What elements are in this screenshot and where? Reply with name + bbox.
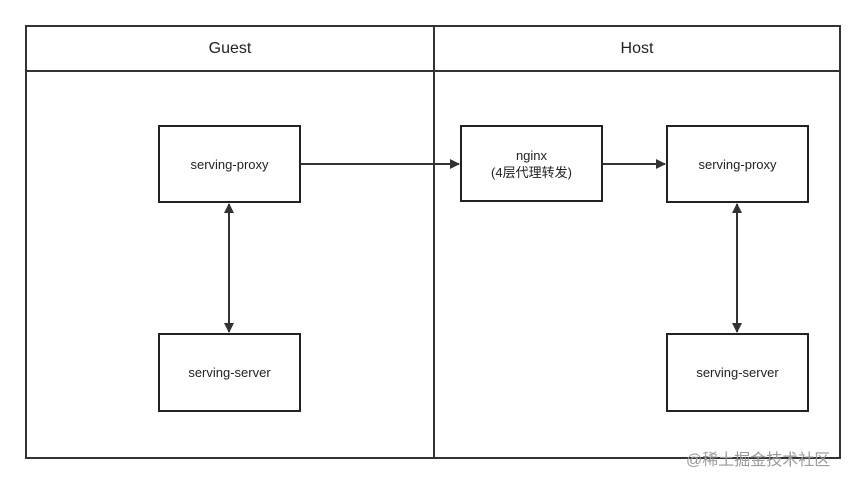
host-panel-header: Host	[435, 27, 839, 72]
guest-panel-header: Guest	[27, 27, 433, 72]
guest-serving-proxy-node: serving-proxy	[158, 125, 301, 203]
guest-serving-server-node: serving-server	[158, 333, 301, 412]
host-panel: Host	[433, 25, 841, 459]
host-serving-proxy-node: serving-proxy	[666, 125, 809, 203]
guest-panel-title: Guest	[208, 39, 252, 57]
nginx-label: nginx	[515, 147, 548, 163]
host-serving-server-node: serving-server	[666, 333, 809, 412]
watermark: @稀土掘金技术社区	[686, 452, 831, 469]
host-serving-proxy-label: serving-proxy	[698, 156, 777, 172]
nginx-node: nginx (4层代理转发)	[460, 125, 603, 202]
guest-serving-server-label: serving-server	[188, 365, 271, 380]
nginx-sublabel: (4层代理转发)	[491, 164, 572, 180]
host-panel-title: Host	[620, 39, 654, 57]
guest-serving-proxy-label: serving-proxy	[190, 156, 269, 172]
host-serving-server-label: serving-server	[696, 365, 779, 380]
